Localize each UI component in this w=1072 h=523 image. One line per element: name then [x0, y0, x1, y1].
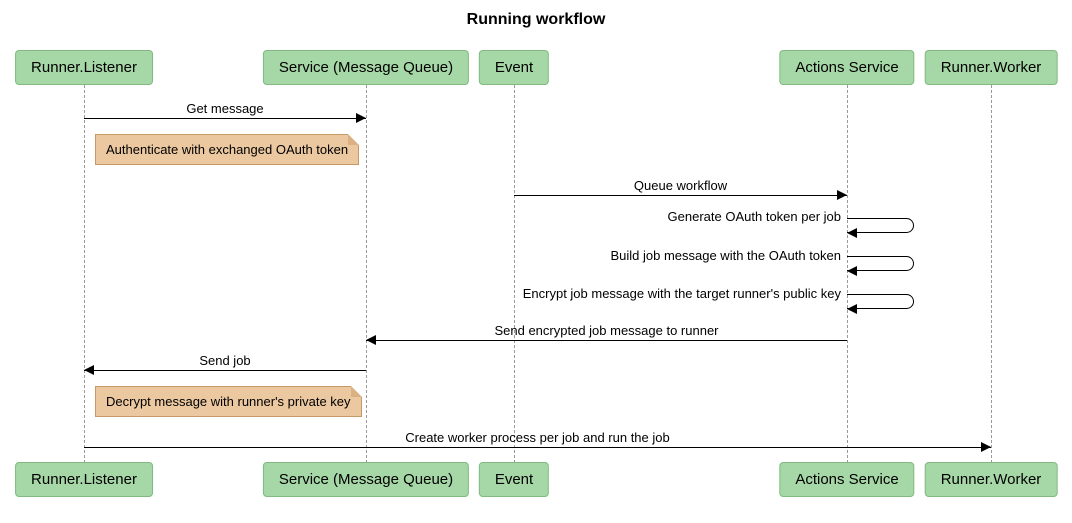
participant-event-top: Event	[478, 50, 550, 85]
message-line-queue-workflow	[514, 195, 847, 196]
message-line-send-encrypted-job	[366, 340, 847, 341]
self-loop-encrypt-job-message	[847, 294, 914, 309]
arrowhead-create-worker	[981, 442, 991, 452]
arrowhead-get-message	[356, 113, 366, 123]
note-authenticate: Authenticate with exchanged OAuth token	[95, 134, 360, 165]
note-fold-icon	[348, 134, 360, 145]
note-decrypt: Decrypt message with runner's private ke…	[95, 386, 362, 417]
participant-service-message-queue-top: Service (Message Queue)	[262, 50, 470, 85]
arrowhead-queue-workflow	[837, 190, 847, 200]
participant-runner-listener-top: Runner.Listener	[15, 50, 153, 85]
self-loop-generate-oauth-token	[847, 218, 914, 233]
arrowhead-build-job-message	[847, 266, 857, 276]
arrowhead-generate-oauth-token	[847, 228, 857, 238]
lifeline-service-message-queue	[366, 85, 367, 463]
arrowhead-send-encrypted-job	[366, 335, 376, 345]
message-label-create-worker: Create worker process per job and run th…	[405, 430, 670, 445]
lifeline-runner-listener	[84, 85, 85, 463]
message-label-send-encrypted-job: Send encrypted job message to runner	[494, 323, 719, 338]
message-label-queue-workflow: Queue workflow	[633, 178, 728, 193]
arrowhead-encrypt-job-message	[847, 304, 857, 314]
participant-runner-listener-bottom: Runner.Listener	[15, 462, 153, 497]
lifeline-runner-worker	[991, 85, 992, 463]
participant-runner-worker-top: Runner.Worker	[924, 50, 1058, 85]
diagram-title: Running workflow	[466, 11, 606, 28]
message-line-get-message	[84, 118, 366, 119]
message-label-send-job: Send job	[199, 353, 251, 368]
note-text: Authenticate with exchanged OAuth token	[106, 142, 349, 157]
note-text: Decrypt message with runner's private ke…	[106, 394, 351, 409]
participant-actions-service-top: Actions Service	[779, 50, 915, 85]
participant-runner-worker-bottom: Runner.Worker	[924, 462, 1058, 497]
arrowhead-send-job	[84, 365, 94, 375]
self-loop-build-job-message	[847, 256, 914, 271]
participant-service-message-queue-bottom: Service (Message Queue)	[262, 462, 470, 497]
lifeline-event	[514, 85, 515, 463]
message-line-send-job	[84, 370, 366, 371]
message-label-generate-oauth-token: Generate OAuth token per job	[667, 209, 841, 224]
note-fold-icon	[350, 386, 362, 397]
participant-event-bottom: Event	[478, 462, 550, 497]
message-label-get-message: Get message	[186, 101, 264, 116]
message-label-build-job-message: Build job message with the OAuth token	[610, 248, 841, 263]
message-label-encrypt-job-message: Encrypt job message with the target runn…	[522, 286, 841, 301]
message-line-create-worker	[84, 447, 991, 448]
participant-actions-service-bottom: Actions Service	[779, 462, 915, 497]
